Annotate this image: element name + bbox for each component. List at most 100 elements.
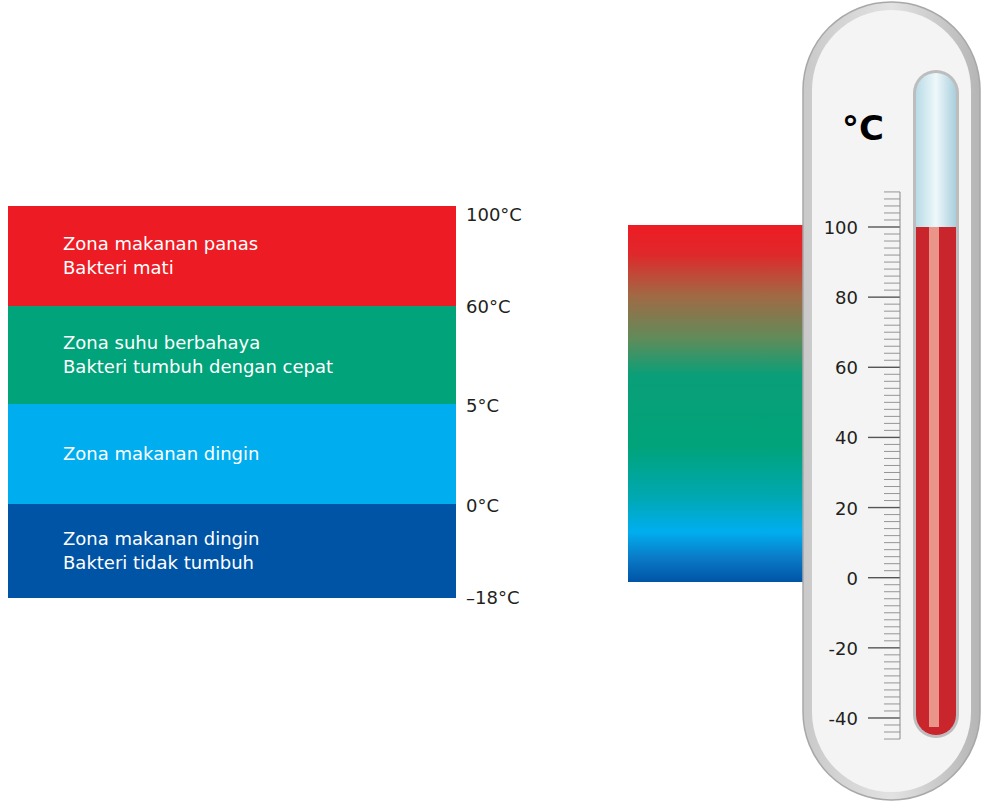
scale-tick	[884, 732, 900, 733]
scale-tick	[884, 570, 900, 571]
scale-tick	[884, 290, 900, 291]
zone-title: Zona makanan dingin	[63, 442, 456, 466]
scale-tick	[868, 717, 900, 718]
scale-tick	[884, 409, 900, 410]
scale-tick	[884, 654, 900, 655]
scale-number: 20	[835, 497, 858, 518]
scale-tick	[884, 395, 900, 396]
scale-tick	[884, 219, 900, 220]
scale-number: 80	[835, 287, 858, 308]
scale-tick	[884, 248, 900, 249]
thermometer-glass	[916, 73, 956, 735]
scale-tick	[884, 212, 900, 213]
scale-tick	[884, 640, 900, 641]
scale-tick	[884, 563, 900, 564]
scale-tick	[884, 332, 900, 333]
thermometer-tube-rim	[913, 70, 959, 738]
scale-tick	[884, 591, 900, 592]
scale-tick	[884, 668, 900, 669]
scale-tick	[884, 191, 900, 192]
scale-tick	[884, 234, 900, 235]
scale-tick	[884, 325, 900, 326]
scale-tick	[884, 521, 900, 522]
scale-tick	[884, 353, 900, 354]
scale-tick	[884, 416, 900, 417]
zone-title: Zona makanan panas	[63, 232, 456, 256]
scale-tick	[868, 367, 900, 368]
temperature-zone-band: Zona makanan dinginBakteri tidak tumbuh	[8, 504, 456, 598]
scale-tick	[884, 374, 900, 375]
scale-tick	[884, 444, 900, 445]
scale-ticks	[868, 192, 900, 739]
scale-tick	[884, 493, 900, 494]
scale-tick	[884, 304, 900, 305]
scale-number: -20	[829, 637, 858, 658]
scale-tick	[884, 472, 900, 473]
thermometer-body	[803, 2, 980, 800]
scale-tick	[868, 577, 900, 578]
scale-number: 60	[835, 357, 858, 378]
zone-note: Bakteri mati	[63, 256, 456, 280]
temperature-zone-band: Zona makanan panasBakteri mati	[8, 206, 456, 306]
scale-tick	[884, 612, 900, 613]
scale-tick	[884, 682, 900, 683]
scale-tick	[884, 388, 900, 389]
scale-tick	[884, 619, 900, 620]
temperature-boundary: 60°C	[466, 296, 510, 317]
scale-tick	[884, 528, 900, 529]
scale-tick	[884, 739, 900, 740]
scale-number: 100	[824, 217, 858, 238]
temperature-boundary: 100°C	[466, 204, 522, 225]
scale-tick	[884, 198, 900, 199]
zone-title: Zona suhu berbahaya	[63, 331, 456, 355]
scale-tick	[884, 724, 900, 725]
scale-tick	[884, 556, 900, 557]
scale-tick	[884, 423, 900, 424]
scale-tick	[884, 584, 900, 585]
unit-symbol: °C	[842, 108, 884, 148]
liquid-highlight	[929, 227, 939, 727]
zone-title: Zona makanan dingin	[63, 527, 456, 551]
scale-tick	[884, 605, 900, 606]
scale-tick	[884, 626, 900, 627]
scale-tick	[884, 479, 900, 480]
temperature-boundary: 0°C	[466, 495, 499, 516]
scale-tick	[884, 514, 900, 515]
scale-tick	[884, 269, 900, 270]
scale-line	[900, 192, 901, 739]
scale-tick	[884, 549, 900, 550]
scale-tick	[884, 346, 900, 347]
scale-number: -40	[829, 707, 858, 728]
temperature-zone-band: Zona suhu berbahayaBakteri tumbuh dengan…	[8, 306, 456, 404]
scale-tick	[884, 542, 900, 543]
thermometer-liquid	[916, 227, 956, 735]
scale-tick	[884, 675, 900, 676]
scale-tick	[884, 458, 900, 459]
scale-tick	[884, 633, 900, 634]
scale-tick	[884, 451, 900, 452]
scale-tick	[884, 402, 900, 403]
zone-note: Bakteri tidak tumbuh	[63, 551, 456, 575]
scale-tick	[884, 430, 900, 431]
scale-tick	[884, 318, 900, 319]
zone-note: Bakteri tumbuh dengan cepat	[63, 355, 456, 379]
scale-tick	[884, 360, 900, 361]
scale-tick	[884, 311, 900, 312]
scale-tick	[884, 241, 900, 242]
scale-tick	[868, 296, 900, 297]
scale-tick	[884, 255, 900, 256]
scale-tick	[884, 262, 900, 263]
scale-tick	[868, 437, 900, 438]
scale-tick	[868, 226, 900, 227]
temperature-zone-band: Zona makanan dingin	[8, 404, 456, 504]
scale-tick	[884, 283, 900, 284]
thermometer-face	[812, 10, 971, 792]
scale-tick	[884, 381, 900, 382]
scale-tick	[868, 647, 900, 648]
scale-tick	[884, 486, 900, 487]
scale-tick	[884, 205, 900, 206]
scale-number: 40	[835, 427, 858, 448]
scale-tick	[868, 507, 900, 508]
scale-tick	[884, 465, 900, 466]
